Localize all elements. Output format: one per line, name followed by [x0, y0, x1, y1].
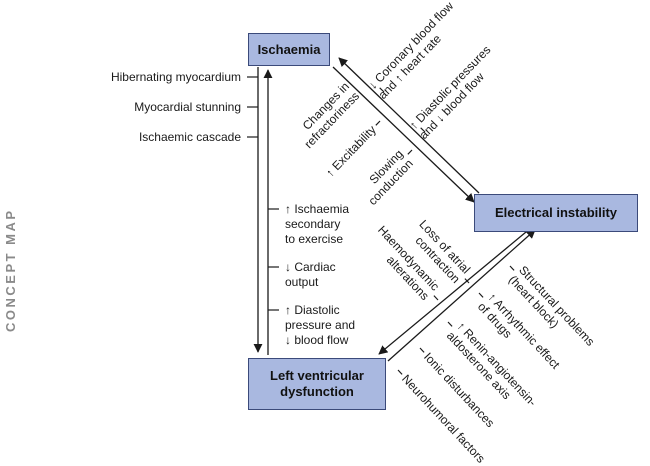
- connector-line: [397, 369, 403, 375]
- factor-excitability: ↑ Excitability: [323, 123, 379, 180]
- node-lv-dysfunction: Left ventricular dysfunction: [248, 358, 386, 410]
- arrow-isch-to-elec: [332, 66, 475, 203]
- factor-ischaemia-exercise-2: secondary: [285, 217, 340, 231]
- connector-line: [420, 127, 426, 133]
- node-lv-label-2: dysfunction: [280, 384, 354, 399]
- factor-diastolic-pressure-3: ↓ blood flow: [285, 333, 349, 347]
- node-lv-label-1: Left ventricular: [270, 368, 364, 383]
- label-group: Slowing conduction: [365, 147, 415, 208]
- factor-hibernating: Hibernating myocardium: [111, 70, 241, 84]
- connector-line: [447, 321, 453, 327]
- connector-line: [464, 278, 470, 284]
- label-group: Structural problems (heart block): [506, 263, 597, 349]
- factor-ischaemia-exercise-1: ↑ Ischaemia: [285, 202, 349, 216]
- factor-stunning: Myocardial stunning: [134, 100, 241, 114]
- factor-cascade: Ischaemic cascade: [139, 130, 241, 144]
- node-electrical-label: Electrical instability: [494, 205, 618, 220]
- connector-line: [433, 295, 439, 301]
- factor-cardiac-output-2: output: [285, 275, 319, 289]
- arrow-elec-to-isch: [338, 57, 480, 194]
- node-ischaemia: Ischaemia: [248, 33, 330, 66]
- connector-line: [419, 347, 425, 353]
- connector-line: [509, 265, 515, 271]
- connector-line: [375, 120, 381, 126]
- factor-coronary-flow-1: ↓ Coronary blood flow: [365, 0, 456, 92]
- factor-neurohumoral: Neurohumoral factors: [399, 372, 488, 466]
- arrow-lv-to-elec: [387, 229, 536, 362]
- connector-line: [407, 149, 413, 155]
- connector-line: [478, 292, 484, 298]
- factor-ischaemia-exercise-3: to exercise: [285, 232, 343, 246]
- factor-diastolic-pressure-1: ↑ Diastolic: [285, 303, 340, 317]
- factor-diastolic-pressure-2: pressure and: [285, 318, 355, 332]
- factor-cardiac-output-1: ↓ Cardiac: [285, 260, 336, 274]
- node-ischaemia-label: Ischaemia: [257, 41, 321, 57]
- arrow-elec-to-lv: [378, 231, 527, 355]
- node-electrical-instability: Electrical instability: [474, 194, 638, 232]
- connector-line: [379, 87, 385, 93]
